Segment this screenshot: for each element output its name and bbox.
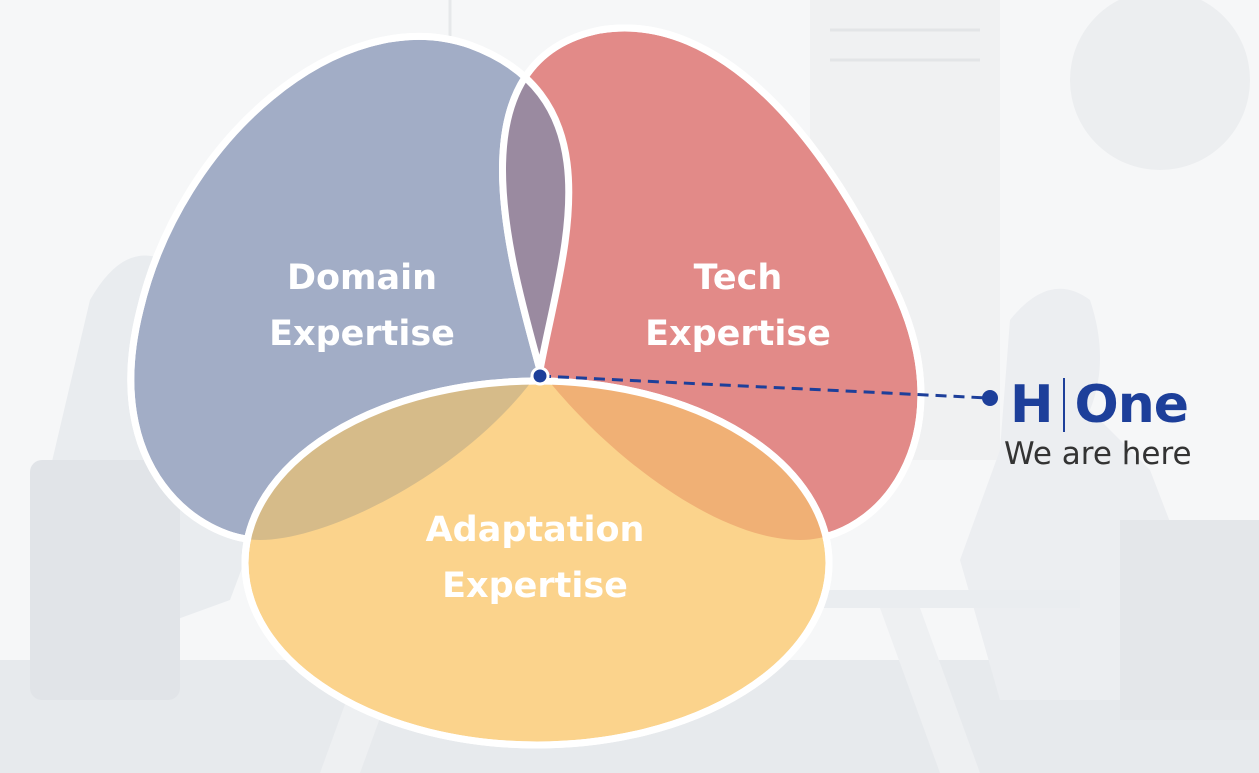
logo-h: H	[1010, 375, 1054, 435]
tech-expertise-label: Tech Expertise	[645, 258, 831, 354]
logo-divider	[1062, 378, 1065, 432]
domain-expertise-label: Domain Expertise	[269, 258, 455, 354]
adaptation-expertise-label: Adaptation Expertise	[425, 510, 645, 606]
logo-wordmark: H One	[1010, 370, 1240, 440]
logo-one: One	[1074, 375, 1189, 435]
tagline: We are here	[1004, 436, 1192, 472]
h-one-logo: H One We are here	[1004, 370, 1240, 472]
connector-start-dot	[530, 366, 550, 386]
connector-end-dot	[982, 390, 998, 406]
connector-line	[539, 374, 989, 400]
